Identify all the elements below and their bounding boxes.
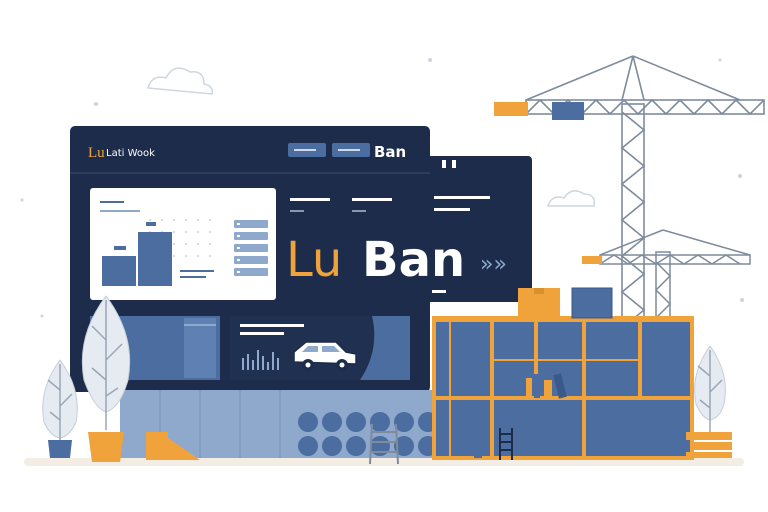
- crane-cabin: [552, 102, 584, 120]
- orange-blocks: [146, 432, 200, 460]
- logo-mark: Lu: [88, 145, 105, 161]
- crane-counterweight: [494, 102, 528, 116]
- background-dots: [20, 58, 744, 318]
- ladder-icon: [499, 428, 513, 460]
- brand-right: Ban: [374, 143, 406, 161]
- ladder-icon: [369, 423, 399, 465]
- back-window: [410, 156, 532, 302]
- hero-word-lu: Lu: [286, 232, 342, 288]
- hero-word-ban: Ban: [362, 232, 465, 288]
- logo-text: Lati Wook: [106, 148, 155, 159]
- mini-bar-chart: [242, 350, 279, 370]
- building-frame: [432, 287, 694, 460]
- dashboard-card: [90, 188, 276, 300]
- dashboard-bar: [138, 232, 172, 286]
- plant-icon: [81, 295, 131, 462]
- cloud-icon: [546, 190, 596, 207]
- dashboard-list: [234, 220, 268, 276]
- pipe-stack: [298, 412, 438, 456]
- cloud-icon: [147, 67, 214, 95]
- plant-icon: [42, 359, 78, 458]
- chevron-right-icon: »»: [480, 252, 507, 277]
- brick-stack: [686, 432, 732, 458]
- crane-counterweight: [582, 256, 602, 264]
- car-icon: [293, 341, 357, 371]
- plant-icon: [694, 345, 726, 432]
- main-window: Lu Lati Wook Ban: [70, 126, 507, 392]
- dashboard-bar: [102, 256, 136, 286]
